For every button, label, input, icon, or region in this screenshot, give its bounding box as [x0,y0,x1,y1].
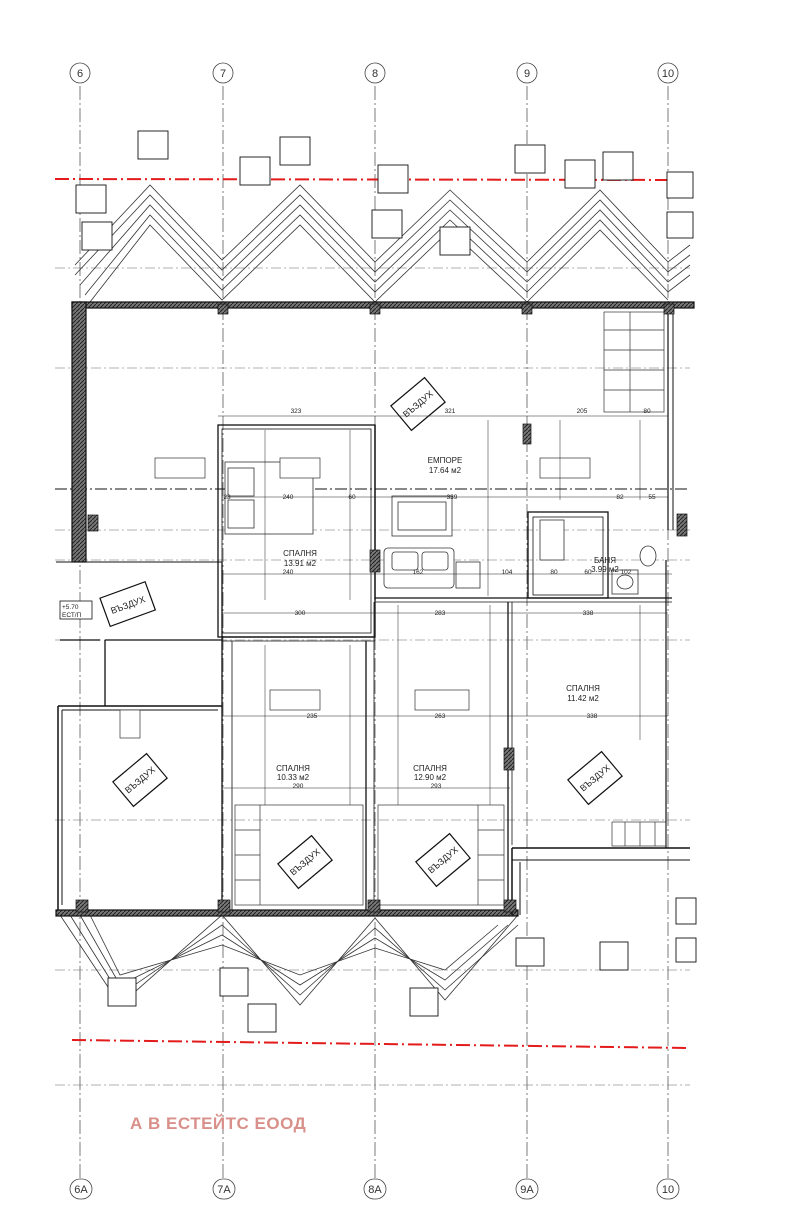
dimension-value: 82 [616,494,624,501]
dimension-value: 323 [291,408,302,415]
room-name: СПАЛНЯ [413,764,447,773]
axis-label-top: 8 [372,68,378,80]
stairs-bottom-middle [377,804,505,906]
bed [224,461,453,537]
room-labels: ЕМПОРЕ 17.64 м2 СПАЛНЯ 13.91 м2 БАНЯ 3.9… [276,456,619,782]
dimension-value: 60 [348,494,356,501]
dimension-value: 283 [435,610,446,617]
room-name: СПАЛНЯ [276,764,310,773]
axis-label-bottom: 7A [217,1184,231,1196]
room-area: 13.91 м2 [284,559,317,568]
stairs-right [611,821,667,847]
room-name: БАНЯ [594,556,616,565]
trees-bottom [107,897,697,1033]
axis-label-top: 7 [220,68,226,80]
axis-label-top: 9 [524,68,530,80]
level-mark: +5.70 ЕСТ/П [59,600,93,620]
dimension-value: 300 [295,610,306,617]
dimension-value: 338 [583,610,594,617]
axis-bubbles-top [69,62,679,84]
roof-window: ВЪЗДУХ [99,580,157,628]
room-name: ЕМПОРЕ [428,456,463,465]
room-area: 17.64 м2 [429,466,462,475]
dimension-value: 321 [445,408,456,415]
dimension-value: 205 [577,408,588,415]
dimension-value: 240 [283,494,294,501]
bathroom-fixtures [539,519,657,595]
dimension-value: 80 [643,408,651,415]
dimension-value: 338 [587,713,598,720]
axis-label-top: 10 [662,68,674,80]
level-mark-note: ЕСТ/П [62,612,82,619]
dimension-lines [218,415,672,805]
dimension-text: 323 321 205 80 339 240 23 60 82 55 240 3… [223,408,656,790]
axis-labels-top: 6 7 8 9 10 [77,68,674,80]
red-axis-bottom [71,1039,691,1049]
dimension-value: 240 [283,569,294,576]
dimension-value: 290 [293,783,304,790]
exterior-walls [55,301,695,917]
room-area: 12.90 м2 [414,773,447,782]
dimension-value: 235 [307,713,318,720]
dimension-value: 339 [447,494,458,501]
room-name: СПАЛНЯ [283,549,317,558]
horizontal-grid [55,267,690,1086]
dimension-value: 23 [223,494,231,501]
roof-window: ВЪЗДУХ [277,834,333,890]
dimension-value: 263 [435,713,446,720]
sofa [383,547,481,589]
axis-bubbles-bottom [69,1178,680,1200]
axis-labels-bottom: 6A 7A 8A 9A 10 [74,1184,674,1196]
dimension-value: 80 [550,569,558,576]
room-area: 11.42 м2 [567,694,599,703]
dimension-value: 60 [584,569,592,576]
room-name: СПАЛНЯ [566,684,600,693]
roof-window: ВЪЗДУХ [390,376,446,432]
dimension-value: 102 [621,569,632,576]
axis-label-top: 6 [77,68,83,80]
level-mark-value: +5.70 [62,604,79,611]
room-area: 10.33 м2 [277,773,310,782]
room-area: 3.99 м2 [591,565,619,574]
desk-set [119,457,591,739]
dimension-value: 55 [648,494,656,501]
columns [75,303,688,913]
axis-label-bottom: 9A [520,1184,534,1196]
axis-label-bottom: 6A [74,1184,88,1196]
roof-window: ВЪЗДУХ [415,832,471,888]
watermark: А В ЕСТЕЙТС ЕООД [130,1114,307,1133]
dimension-value: 104 [502,569,513,576]
stairs-top-right [603,311,665,413]
dimension-value: 162 [413,569,424,576]
roof-window: ВЪЗДУХ [112,752,168,808]
interior-walls [60,424,672,910]
trees-top [75,130,694,256]
stairs-bottom-left [234,804,364,906]
roof-zigzag-top [74,184,691,303]
dimension-value: 293 [431,783,442,790]
roof-window: ВЪЗДУХ [567,750,623,806]
axis-label-bottom: 10 [662,1184,674,1196]
axis-label-bottom: 8A [368,1184,382,1196]
